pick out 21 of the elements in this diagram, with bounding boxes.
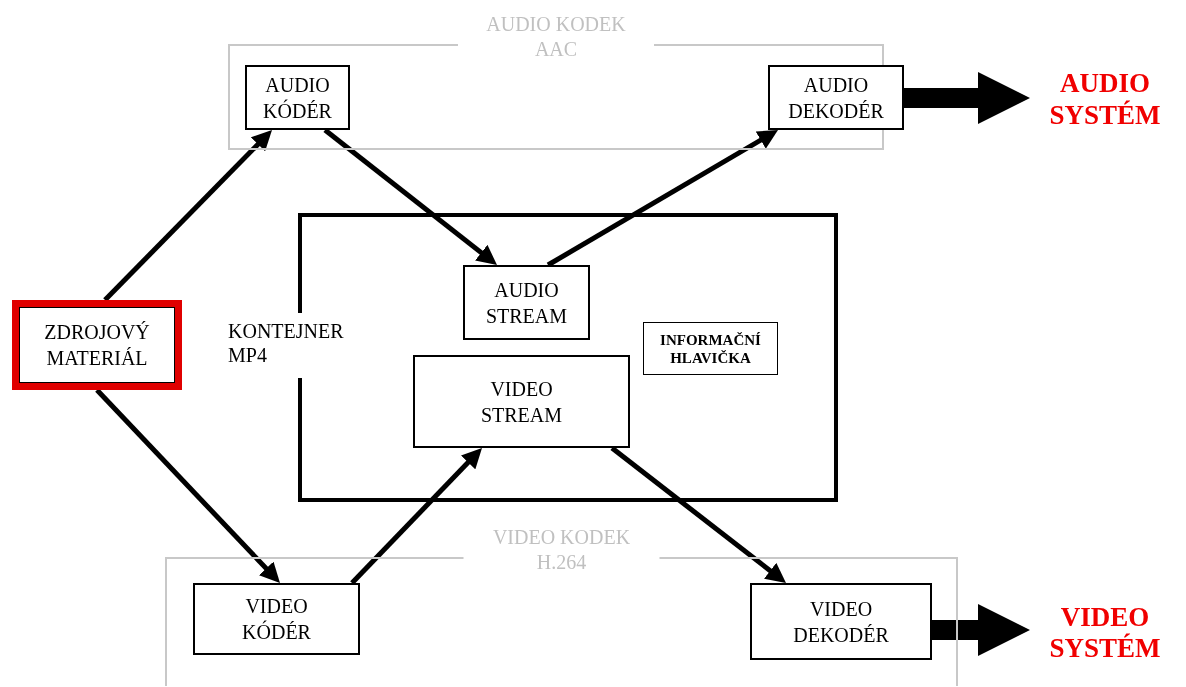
- output-label: AUDIO SYSTÉM: [1025, 62, 1185, 137]
- arrow: [95, 388, 280, 583]
- info-box: INFORMAČNÍ HLAVIČKA: [643, 322, 778, 375]
- arrow: [904, 72, 1030, 124]
- arrow: [350, 448, 482, 585]
- process-box: VIDEO DEKODÉR: [750, 583, 932, 660]
- process-box: AUDIO DEKODÉR: [768, 65, 904, 130]
- group-heading: AUDIO KODEK AAC: [485, 12, 627, 62]
- process-box: AUDIO KÓDÉR: [245, 65, 350, 130]
- process-box: VIDEO STREAM: [413, 355, 630, 448]
- source-box: ZDROJOVÝ MATERIÁL: [12, 300, 182, 390]
- arrow: [323, 128, 497, 265]
- arrow: [546, 130, 778, 268]
- output-label: VIDEO SYSTÉM: [1025, 597, 1185, 669]
- process-box: VIDEO KÓDÉR: [193, 583, 360, 655]
- container-label: KONTEJNER MP4: [228, 319, 345, 367]
- arrow: [103, 130, 272, 302]
- process-box: AUDIO STREAM: [463, 265, 590, 340]
- arrow: [932, 604, 1030, 656]
- group-heading: VIDEO KODEK H.264: [491, 525, 632, 575]
- arrow: [610, 446, 786, 583]
